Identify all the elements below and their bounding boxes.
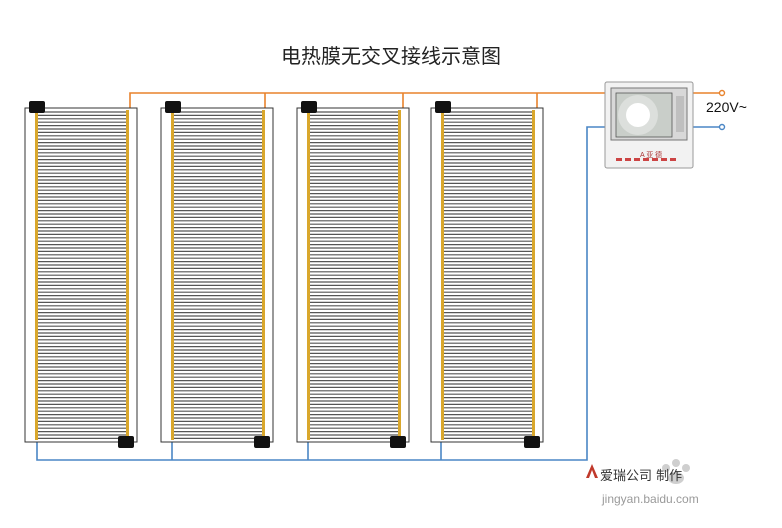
watermark-text: jingyan.baidu.com [602, 492, 699, 506]
thermostat-controller [604, 81, 694, 169]
bottom-connector [118, 436, 134, 448]
voltage-label: 220V~ [706, 99, 747, 115]
bottom-connector [254, 436, 270, 448]
diagram-title: 电热膜无交叉接线示意图 [281, 44, 501, 68]
heating-film-3 [296, 101, 410, 448]
phase-terminal [718, 89, 726, 97]
neutral-wire [36, 126, 720, 461]
top-connector [435, 101, 451, 113]
phase-wire [129, 92, 720, 108]
heating-film-1 [24, 101, 138, 448]
heating-film-2 [160, 101, 274, 448]
top-connector [165, 101, 181, 113]
heating-films [24, 101, 544, 448]
bottom-connector [524, 436, 540, 448]
bottom-connector [390, 436, 406, 448]
top-connector [301, 101, 317, 113]
controller-label: A 亚 德 [640, 152, 663, 159]
watermark-paw-icon [662, 459, 690, 484]
brand-logo-icon [586, 464, 598, 478]
top-connector [29, 101, 45, 113]
heating-film-4 [430, 101, 544, 448]
neutral-terminal [718, 123, 726, 131]
controller-buttons [616, 158, 676, 161]
brand-text: 爱瑞公司 制作 [600, 469, 683, 484]
